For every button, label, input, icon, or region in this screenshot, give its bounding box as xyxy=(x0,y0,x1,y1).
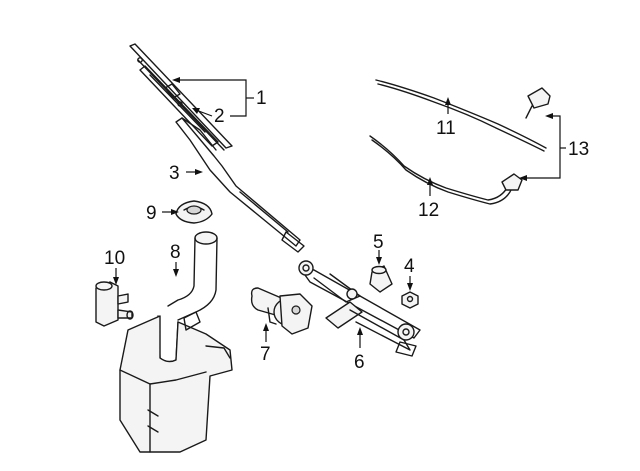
washer-hose-upper[interactable] xyxy=(375,79,547,152)
pivot-nut[interactable] xyxy=(401,291,419,309)
washer-nozzle[interactable] xyxy=(501,87,551,191)
callout-leaders xyxy=(113,77,566,348)
wiper-blade[interactable] xyxy=(129,43,233,151)
callout-13: 13 xyxy=(568,139,589,160)
washer-cap[interactable] xyxy=(175,200,213,224)
callout-7: 7 xyxy=(260,344,271,365)
callout-11: 11 xyxy=(436,118,456,139)
callout-4: 4 xyxy=(404,256,415,277)
wiper-motor[interactable] xyxy=(250,287,313,335)
washer-reservoir[interactable] xyxy=(119,311,233,453)
callout-3: 3 xyxy=(169,163,180,184)
callout-12: 12 xyxy=(418,200,439,221)
callout-1: 1 xyxy=(256,88,267,109)
washer-pump[interactable] xyxy=(95,281,134,327)
wiper-arm[interactable] xyxy=(175,117,305,253)
callout-10: 10 xyxy=(104,248,125,269)
callout-9: 9 xyxy=(146,203,157,224)
washer-hose-lower[interactable] xyxy=(369,135,513,205)
callout-6: 6 xyxy=(354,352,365,373)
callout-8: 8 xyxy=(170,242,181,263)
wiper-linkage[interactable] xyxy=(298,260,421,357)
pivot-cap[interactable] xyxy=(369,265,393,293)
callout-2: 2 xyxy=(214,106,225,127)
callout-5: 5 xyxy=(373,232,384,253)
